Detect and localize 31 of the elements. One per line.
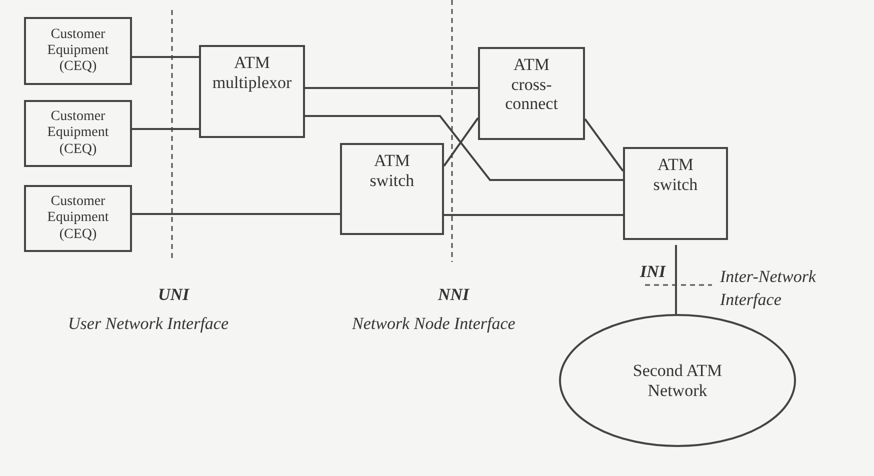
equipment-box <box>24 100 132 167</box>
interface-name: User Network Interface <box>68 314 229 334</box>
interface-abbreviation: UNI <box>158 285 190 305</box>
node-label: Customer Equipment (CEQ) <box>46 194 110 243</box>
connection-line <box>132 128 199 130</box>
connection-line <box>444 214 623 216</box>
node-label: ATM switch <box>368 151 416 190</box>
node-label: ATM switch <box>652 155 699 194</box>
connection-line <box>584 118 624 172</box>
device-box <box>623 147 728 240</box>
device-box <box>478 47 585 140</box>
connection-line <box>132 56 199 58</box>
interface-name: Network Node Interface <box>352 314 516 334</box>
connection-line <box>675 245 677 314</box>
equipment-box <box>24 185 132 252</box>
connection-line <box>305 87 478 89</box>
device-box <box>340 143 444 235</box>
interface-abbreviation: NNI <box>438 285 470 305</box>
interface-abbreviation: INI <box>640 262 666 282</box>
network-ellipse <box>559 314 796 447</box>
connection-line <box>305 115 623 181</box>
equipment-box <box>24 17 132 85</box>
node-label: ATM multiplexor <box>211 53 293 92</box>
node-label: Second ATM Network <box>632 360 724 400</box>
connection-line <box>443 117 479 167</box>
node-label: ATM cross-connect <box>504 55 559 114</box>
node-label: Customer Equipment (CEQ) <box>46 109 110 158</box>
interface-name: Inter-Network Interface <box>720 266 817 311</box>
node-label: Customer Equipment (CEQ) <box>46 26 110 76</box>
connection-line <box>132 213 340 215</box>
device-box <box>199 45 305 138</box>
